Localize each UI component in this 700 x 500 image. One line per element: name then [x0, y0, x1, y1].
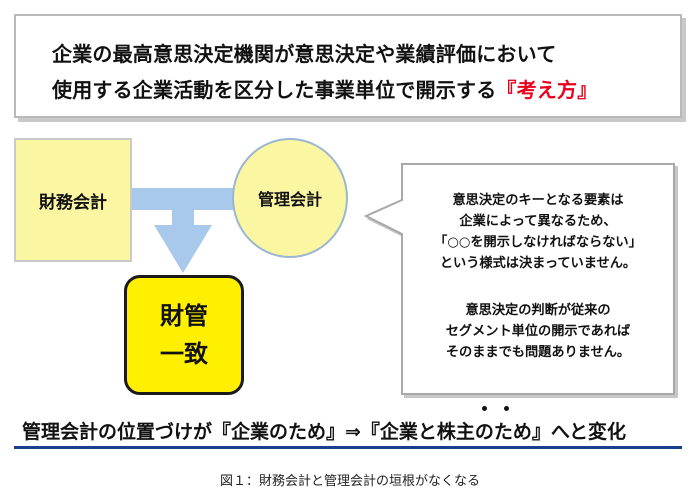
callout-paragraph-1: 意思決定のキーとなる要素は 企業によって異なるため、 「○○を開示しなければなら…: [404, 190, 672, 274]
financial-accounting-label: 財務会計: [39, 192, 107, 213]
headline: 管理会計の位置づけが『企業のため』⇒『企業と株主のため』へと変化: [22, 421, 626, 443]
banner-highlight: 『考え方』: [496, 78, 598, 102]
merge-arrow-icon: [154, 225, 212, 273]
callout-line: セグメント単位の開示であれば: [445, 324, 631, 339]
headline-underline: [14, 446, 682, 449]
emphasis-dot: [504, 406, 509, 411]
unified-accounting-box: 財管 一致: [124, 275, 244, 395]
callout-line: 意思決定のキーとなる要素は: [452, 193, 624, 208]
callout-bubble: [363, 163, 675, 395]
unified-label-line-2: 一致: [160, 340, 208, 368]
management-accounting-circle: 管理会計: [232, 138, 348, 258]
banner-line-2: 使用する企業活動を区分した事業単位で開示する『考え方』: [52, 74, 672, 103]
callout-line: 企業によって異なるため、: [459, 214, 617, 229]
financial-accounting-box: 財務会計: [14, 138, 132, 262]
banner-line-1: 企業の最高意思決定機関が意思決定や業績評価において: [52, 42, 557, 66]
banner-line-2-text: 使用する企業活動を区分した事業単位で開示する: [52, 78, 497, 102]
callout-line: 意思決定の判断が従来の: [465, 303, 611, 318]
callout-paragraph-2: 意思決定の判断が従来の セグメント単位の開示であれば そのままでも問題ありません…: [404, 300, 672, 363]
connector-vertical: [172, 208, 194, 230]
callout-line: 「○○を開示しなければならない」: [434, 235, 642, 250]
concept-banner: 企業の最高意思決定機関が意思決定や業績評価において 使用する企業活動を区分した事…: [14, 14, 682, 118]
callout-line: そのままでも問題ありません。: [445, 345, 631, 360]
unified-label-line-1: 財管: [160, 302, 208, 330]
figure-caption: 図１：財務会計と管理会計の垣根がなくなる: [219, 474, 480, 489]
management-accounting-label: 管理会計: [257, 190, 322, 209]
emphasis-dot: [482, 406, 487, 411]
callout-line: という様式は決まっていません。: [439, 256, 637, 271]
connector-horizontal: [130, 188, 236, 210]
